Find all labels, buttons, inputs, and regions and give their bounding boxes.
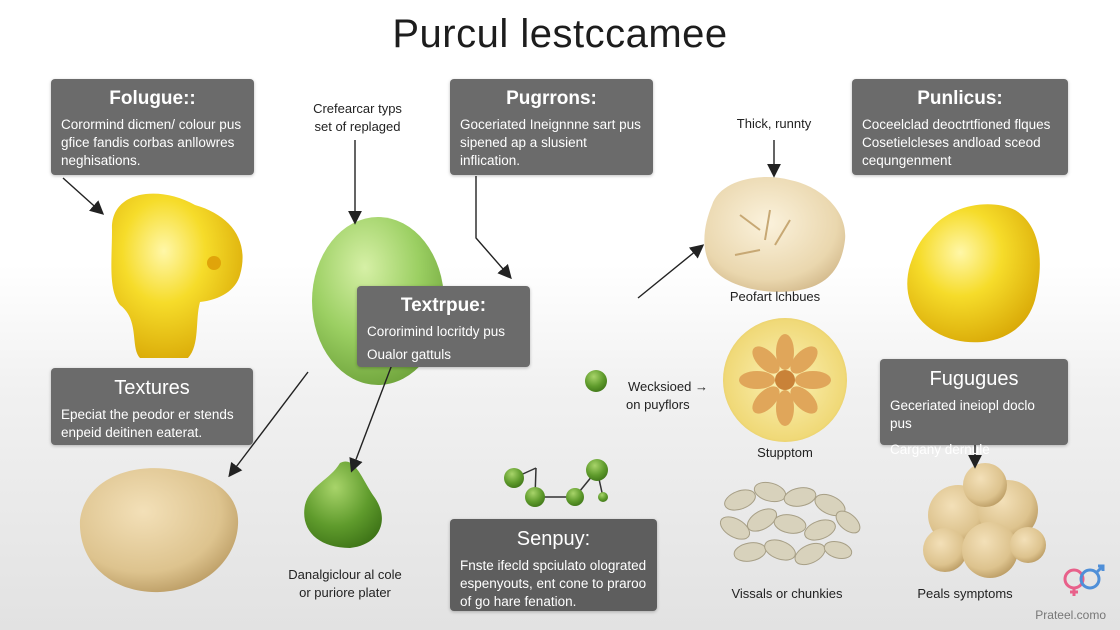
connector-arrows bbox=[62, 140, 982, 478]
caption-line: Stupptom bbox=[757, 445, 813, 460]
caption-peals: Peals symptoms bbox=[905, 585, 1025, 603]
box-textures-text: Epeciat the peodor er stends enpeid deit… bbox=[51, 406, 253, 442]
box-senpuy-heading: Senpuy: bbox=[516, 528, 591, 550]
text-line: Geceriated ineiopl doclo pus bbox=[890, 398, 1035, 431]
caption-thick: Thick, runnty bbox=[714, 115, 834, 133]
caption-peofart: Peofart lchbues bbox=[715, 288, 835, 306]
caption-line: Danalgiclour al cole bbox=[288, 567, 402, 582]
caption-line: Wecksioed → bbox=[628, 379, 708, 394]
caption-line: set of replaged bbox=[314, 119, 401, 134]
text-line: sipened ap a slusient bbox=[460, 135, 587, 150]
cream-lump bbox=[704, 177, 846, 292]
caption-danal: Danalgiclour al cole or puriore plater bbox=[270, 566, 420, 602]
text-line: espenyouts, ent cone to praroo bbox=[460, 576, 647, 591]
green-dot bbox=[585, 370, 607, 392]
caption-line: Vissals or chunkies bbox=[731, 586, 843, 601]
box-senpuy: Senpuy: Fnste ifecld spciulato olograted… bbox=[450, 519, 657, 611]
molecule-cluster bbox=[513, 467, 604, 498]
text-line: neghisations. bbox=[61, 153, 141, 168]
text-line: Goceriated Ineignnne sart pus bbox=[460, 117, 641, 132]
text-line: Fnste ifecld spciulato olograted bbox=[460, 558, 647, 573]
box-textures: Textures Epeciat the peodor er stends en… bbox=[51, 368, 253, 445]
caption-line: Crefearcar typs bbox=[313, 101, 402, 116]
caption-line: or puriore plater bbox=[299, 585, 391, 600]
molecule-atoms bbox=[504, 459, 608, 507]
text-line: cequngenment bbox=[862, 153, 952, 168]
caption-vissals: Vissals or chunkies bbox=[712, 585, 862, 603]
box-folugue-heading: Folugue:: bbox=[109, 88, 196, 109]
yellow-blob-left bbox=[111, 193, 243, 358]
box-fugugues-heading: Fugugues bbox=[929, 368, 1019, 390]
caption-line: Thick, runnty bbox=[736, 116, 812, 131]
text-line: Oualor gattuls bbox=[367, 347, 452, 362]
diagram-title: Purcul lestccamee bbox=[392, 12, 728, 56]
box-pugrrons-text: Goceriated Ineignnne sart pus sipened ap… bbox=[450, 116, 653, 170]
box-textrpue-text: Cororimind locritdy pus Oualor gattuls bbox=[357, 323, 530, 364]
watermark: Prateel.como bbox=[1035, 608, 1106, 622]
text-line: of go hare fenation. bbox=[460, 594, 577, 609]
green-pear bbox=[304, 461, 382, 548]
box-textrpue-heading: Textrpue: bbox=[400, 295, 487, 316]
text-line: Epeciat the peodor er stends bbox=[61, 407, 234, 422]
text-line: gfice fandis corbas anllowres bbox=[61, 135, 235, 150]
gender-symbols-icon bbox=[1063, 564, 1105, 596]
yellow-blob-right bbox=[907, 204, 1040, 343]
text-line: Coceelclad deoctrtfioned flques bbox=[862, 117, 1051, 132]
box-fugugues: Fugugues Geceriated ineiopl doclo pus Ca… bbox=[880, 359, 1068, 457]
text-line: Cosetielcleses andload sceod bbox=[862, 135, 1041, 150]
box-textrpue: Textrpue: Cororimind locritdy pus Oualor… bbox=[357, 286, 530, 367]
caption-wecksioed: Wecksioed → on puyflors bbox=[618, 378, 718, 414]
text-line: enpeid deitinen eaterat. bbox=[61, 425, 203, 440]
box-punlicus-text: Coceelclad deoctrtfioned flques Cosetiel… bbox=[852, 116, 1068, 170]
flower-disc bbox=[723, 318, 847, 442]
caption-line: on puyflors bbox=[626, 397, 690, 412]
box-punlicus: Punlicus: Coceelclad deoctrtfioned flque… bbox=[852, 79, 1068, 175]
box-folugue-text: Corormind dicmen/ colour pus gfice fandi… bbox=[51, 116, 254, 170]
caption-stupptom: Stupptom bbox=[735, 444, 835, 462]
box-pugrrons-heading: Pugrrons: bbox=[506, 88, 597, 109]
box-pugrrons: Pugrrons: Goceriated Ineignnne sart pus … bbox=[450, 79, 653, 175]
beige-blob bbox=[79, 468, 239, 593]
caption-line: Peofart lchbues bbox=[729, 289, 821, 304]
text-line: Cororimind locritdy pus bbox=[367, 324, 506, 339]
box-punlicus-heading: Punlicus: bbox=[917, 88, 1003, 109]
box-fugugues-text: Geceriated ineiopl doclo pus Cargany der… bbox=[880, 397, 1068, 459]
box-folugue: Folugue:: Corormind dicmen/ colour pus g… bbox=[51, 79, 254, 175]
box-senpuy-text: Fnste ifecld spciulato olograted espenyo… bbox=[450, 557, 657, 611]
text-line: Corormind dicmen/ colour pus bbox=[61, 117, 242, 132]
sphere-cluster bbox=[923, 463, 1046, 578]
seed-pile bbox=[719, 481, 861, 566]
caption-line: Peals symptoms bbox=[917, 586, 1013, 601]
box-textures-heading: Textures bbox=[114, 377, 190, 399]
caption-crefearcar: Crefearcar typs set of replaged bbox=[295, 100, 420, 136]
text-line: inflication. bbox=[460, 153, 521, 168]
text-line: Cargany dernule bbox=[890, 442, 990, 457]
